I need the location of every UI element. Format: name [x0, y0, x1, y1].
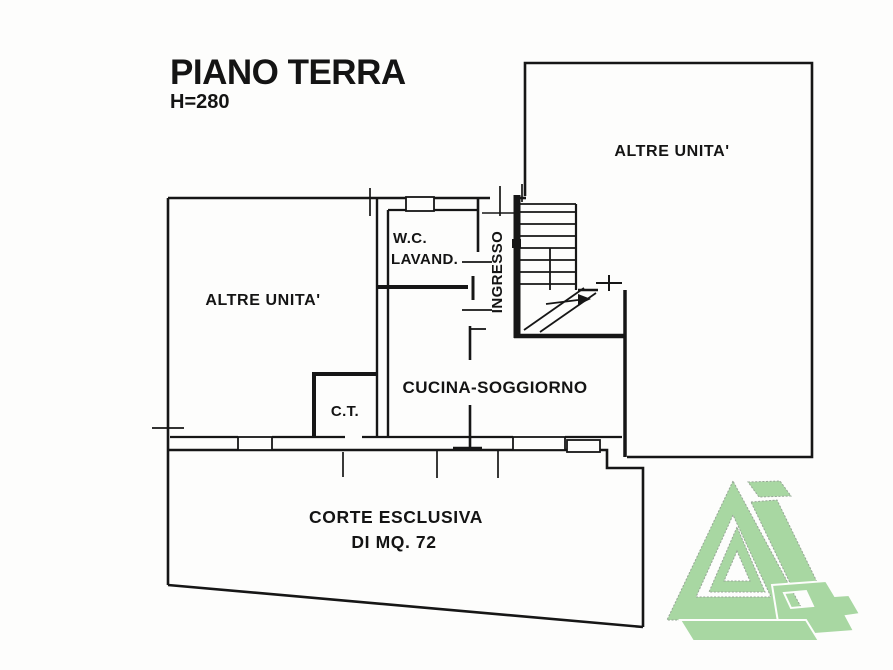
room-label-cucina-soggiorno: CUCINA-SOGGIORNO	[403, 378, 588, 397]
room-label-wc: W.C.	[393, 230, 427, 247]
room-label-altre-unita-left: ALTRE UNITA'	[205, 292, 320, 309]
wall-bottom-outer	[168, 448, 645, 627]
wall-altre-unita-top	[523, 61, 814, 459]
stair-break-line	[523, 287, 585, 331]
windows	[237, 196, 601, 453]
building-walls	[166, 61, 814, 629]
logo-slash-top-icon	[747, 480, 792, 498]
room-label-altre-unita-top: ALTRE UNITA'	[614, 143, 729, 160]
window-left-unit	[237, 436, 273, 451]
room-label-ct: C.T.	[331, 403, 359, 420]
room-label-ingresso: INGRESSO	[489, 231, 506, 313]
logo-base-slab-icon	[678, 619, 821, 642]
window-wc	[405, 196, 435, 212]
room-label-lavand: LAVAND.	[391, 251, 458, 268]
plan-height-label: H=280	[170, 91, 230, 113]
wall-ct	[312, 372, 377, 437]
stair-arrow-head-icon	[578, 294, 591, 305]
door-pivot-mark	[512, 239, 521, 248]
window-cucina-1	[512, 436, 566, 451]
courtyard-label-line1: CORTE ESCLUSIVA	[309, 507, 483, 527]
watermark-logo	[666, 479, 862, 642]
courtyard-bottom-edge	[167, 583, 644, 629]
tick-marks	[152, 184, 523, 478]
staircase	[512, 203, 597, 333]
window-cucina-2	[566, 439, 601, 453]
logo-inner-triangle-icon	[708, 525, 766, 593]
courtyard-label-line2: DI MQ. 72	[351, 532, 436, 552]
plan-title: PIANO TERRA	[170, 53, 406, 92]
door-marks	[453, 212, 514, 450]
stair-direction-arrow	[545, 299, 579, 305]
